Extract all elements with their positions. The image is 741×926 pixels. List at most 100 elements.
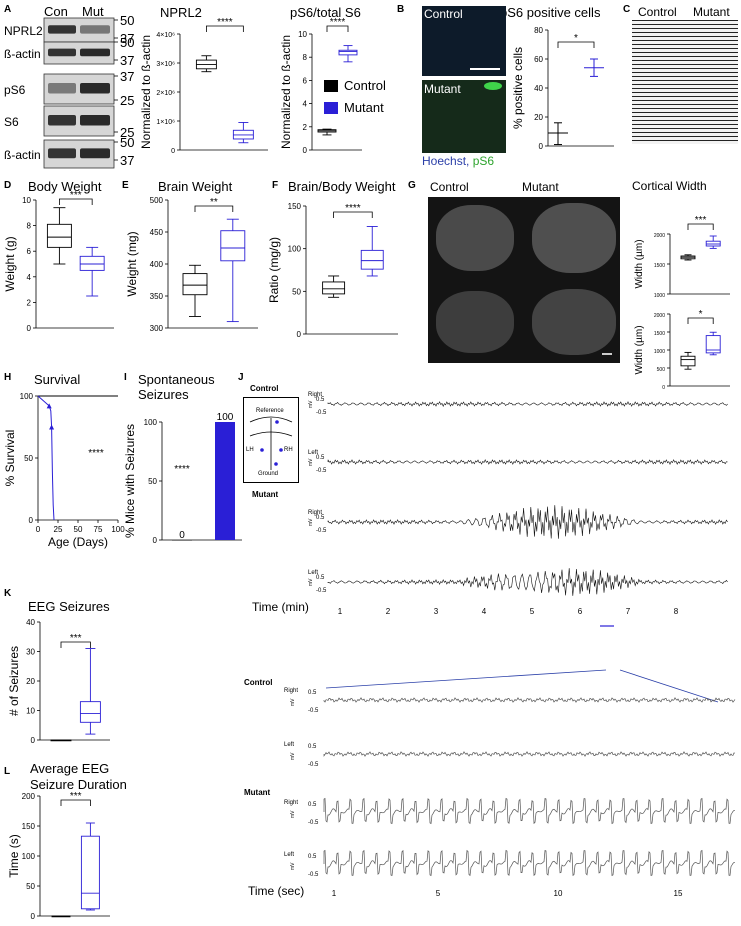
ratio-y-label: Ratio (mg/g) (267, 237, 281, 303)
y-tick-label: 3×10⁶ (156, 61, 175, 68)
spont-y-label: % Mice with Seizures (123, 424, 137, 538)
eeg-zoom-channel-label: Right (284, 688, 298, 694)
j-mutant-label: Mutant (252, 490, 279, 499)
survival-line-mutant (37, 395, 55, 521)
y-tick-label: 40 (534, 84, 543, 93)
legend-swatch-control (324, 80, 338, 92)
c-control-label: Control (638, 5, 677, 19)
y-tick-label: 500 (657, 367, 666, 373)
eeg-scale-pos: 0.5 (316, 575, 325, 581)
marker-label: 37 (120, 69, 134, 84)
box-control (680, 355, 696, 367)
y-tick-label: 150 (22, 822, 36, 831)
y-tick-label: 100 (288, 245, 302, 254)
blot-band-mut-3 (80, 115, 110, 126)
chart-title-spont: Spontaneous Seizures (138, 372, 215, 402)
y-tick-label: 20 (26, 677, 35, 686)
eegdur-sig-bracket (60, 799, 91, 806)
eeg-channel-label: Left (308, 570, 318, 576)
schem-ground: Ground (258, 471, 279, 477)
eeg-scale-neg: -0.5 (316, 528, 327, 534)
time-sec-tick: 5 (436, 889, 441, 898)
blot-band-mut-0 (80, 25, 110, 34)
marker-label: 25 (120, 93, 134, 108)
time-min-tick: 5 (530, 607, 535, 616)
y-tick-label: 1000 (654, 293, 665, 299)
c-mutant-label: Mutant (693, 5, 730, 19)
y-tick-label: 0 (297, 330, 302, 339)
y-tick-label: 8 (303, 53, 308, 62)
eeg-zoom-scale-pos: 0.5 (308, 802, 317, 808)
eeg-top-svg: RightmV0.5-0.5LeftmV0.5-0.5RightmV0.5-0.… (308, 392, 728, 627)
blot-band-con-1 (48, 48, 76, 57)
stain-hoechst: Hoechst, (422, 154, 470, 168)
y-tick-label: 1500 (654, 263, 665, 269)
y-tick-label: 200 (22, 792, 36, 801)
y-tick-label: 10 (298, 30, 307, 39)
y-tick-label: 80 (534, 26, 543, 35)
panel-label-h: H (4, 372, 12, 383)
chart-title-ratio: Brain/Body Weight (288, 179, 396, 194)
y-tick-label: 1000 (654, 349, 665, 355)
y-tick-label: 2×10⁶ (156, 90, 175, 97)
chart-title-ps6s6: pS6/total S6 (290, 5, 361, 20)
panel-label-k: K (4, 588, 12, 599)
nprl2-y-label: Normalized to ß-actin (139, 35, 153, 149)
panel-label-f: F (272, 180, 279, 191)
y-tick-label: 2000 (654, 313, 665, 319)
panel-label-e: E (122, 180, 129, 191)
chart-title-eegcount: EEG Seizures (28, 599, 110, 614)
box-mutant (79, 701, 101, 723)
blot-svg: NPRL25037ß-actin5037pS63725S625ß-actin50… (4, 13, 134, 169)
y-tick-label: 300 (150, 324, 164, 333)
bar-control (172, 540, 192, 541)
cell-blob (484, 82, 502, 90)
ps6cells-sig-label: * (574, 33, 578, 44)
chart-title-survival: Survival (34, 372, 81, 387)
eeg-zoom-unit: mV (290, 810, 296, 818)
panel-label-b: B (397, 4, 405, 15)
schem-reference: Reference (256, 408, 284, 414)
eeg-channel-label: Left (308, 450, 318, 456)
marker-label: 50 (120, 13, 134, 28)
scale-bar (602, 353, 612, 355)
eeg-scale-pos: 0.5 (316, 455, 325, 461)
g-control-label: Control (430, 180, 469, 194)
box-mutant (360, 249, 384, 270)
schematic-svg (249, 416, 293, 470)
blot-band-mut-1 (80, 48, 110, 57)
y-tick-label: 400 (150, 260, 164, 269)
y-tick-label: 100 (144, 418, 158, 427)
ps6s6-y-label: Normalized to ß-actin (279, 35, 293, 149)
survival-y-label: % Survival (3, 430, 17, 487)
time-sec-label: Time (sec) (248, 884, 305, 898)
g-mutant-label: Mutant (522, 180, 559, 194)
y-tick-label: 0 (303, 146, 308, 155)
cortical1-sig-bracket (687, 223, 714, 230)
y-tick-label: 100 (22, 852, 36, 861)
eeg-zoom-trace (323, 697, 736, 703)
blot-row-1 (43, 41, 115, 65)
body-sig-bracket (59, 198, 93, 205)
x-tick-label: 25 (54, 525, 63, 534)
eeg-zoom-scale-neg: -0.5 (308, 762, 319, 768)
panel-label-j: J (238, 372, 244, 383)
lane-label-con: Con (44, 4, 68, 19)
brain-y-label: Weight (mg) (125, 231, 139, 296)
y-tick-label: 4×10⁶ (156, 32, 175, 39)
box-control (182, 273, 208, 296)
eeg-scale-neg: -0.5 (316, 468, 327, 474)
time-sec-tick: 1 (332, 889, 337, 898)
eeg-scale-pos: 0.5 (316, 397, 325, 403)
body-sig-label: *** (70, 190, 82, 201)
eeg-zoom-scale-pos: 0.5 (308, 854, 317, 860)
ratio-sig-bracket (333, 211, 373, 218)
chart-title-body: Body Weight (28, 179, 102, 194)
ps6s6-sig-label: **** (330, 17, 346, 28)
panel-label-i: I (124, 372, 127, 383)
time-min-tick: 7 (626, 607, 631, 616)
